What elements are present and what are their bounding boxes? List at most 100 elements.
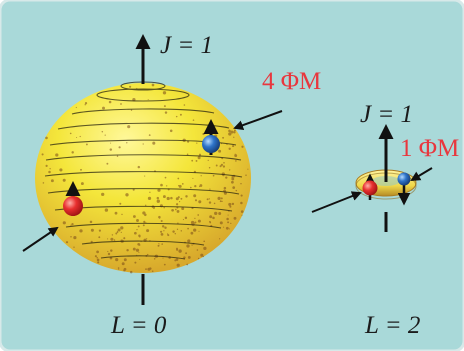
ring-l-label: L = 2 bbox=[365, 312, 421, 339]
speckle-dot bbox=[59, 168, 63, 172]
speckle-dot bbox=[138, 251, 140, 253]
speckle-dot bbox=[225, 176, 228, 179]
speckle-dot bbox=[235, 189, 238, 192]
speckle-dot bbox=[161, 243, 163, 245]
speckle-dot bbox=[163, 105, 166, 108]
speckle-dot bbox=[113, 239, 116, 241]
speckle-dot bbox=[208, 167, 211, 169]
speckle-dot bbox=[151, 270, 154, 273]
speckle-dot bbox=[116, 155, 119, 158]
speckle-dot bbox=[117, 228, 121, 232]
speckle-dot bbox=[229, 205, 232, 208]
speckle-dot bbox=[153, 258, 156, 260]
speckle-dot bbox=[197, 214, 200, 216]
speckle-dot bbox=[231, 180, 234, 184]
blue-particle-icon bbox=[202, 119, 220, 155]
speckle-dot bbox=[187, 255, 191, 259]
speckle-dot bbox=[202, 132, 205, 136]
speckle-dot bbox=[123, 258, 127, 262]
large-sphere bbox=[35, 81, 251, 274]
speckle-dot bbox=[219, 238, 221, 240]
speckle-dot bbox=[89, 220, 93, 224]
speckle-dot bbox=[218, 149, 222, 153]
speckle-dot bbox=[79, 135, 81, 138]
speckle-dot bbox=[160, 183, 163, 187]
speckle-dot bbox=[125, 193, 129, 197]
speckle-dot bbox=[200, 253, 204, 257]
speckle-dot bbox=[228, 202, 232, 206]
speckle-dot bbox=[209, 221, 212, 224]
speckle-dot bbox=[120, 103, 122, 105]
speckle-dot bbox=[221, 200, 223, 203]
speckle-dot bbox=[179, 201, 181, 203]
speckle-dot bbox=[228, 132, 232, 136]
speckle-dot bbox=[111, 238, 114, 240]
speckle-dot bbox=[79, 229, 83, 233]
speckle-dot bbox=[212, 216, 215, 220]
speckle-dot bbox=[228, 147, 231, 150]
speckle-dot bbox=[167, 234, 170, 237]
speckle-dot bbox=[187, 239, 191, 243]
speckle-dot bbox=[102, 106, 105, 110]
speckle-dot bbox=[118, 146, 121, 149]
speckle-dot bbox=[90, 228, 94, 232]
speckle-dot bbox=[227, 221, 230, 224]
speckle-dot bbox=[96, 258, 100, 262]
speckle-dot bbox=[75, 106, 77, 109]
pointer-arrow-icon bbox=[311, 191, 362, 213]
speckle-dot bbox=[170, 196, 173, 200]
speckle-dot bbox=[123, 237, 126, 240]
speckle-dot bbox=[192, 177, 194, 179]
speckle-dot bbox=[183, 104, 186, 106]
speckle-dot bbox=[232, 145, 235, 148]
speckle-dot bbox=[233, 131, 236, 134]
speckle-dot bbox=[121, 213, 123, 216]
speckle-dot bbox=[176, 209, 180, 213]
speckle-dot bbox=[240, 210, 244, 213]
speckle-dot bbox=[196, 249, 199, 251]
speckle-dot bbox=[232, 186, 236, 189]
speckle-dot bbox=[193, 228, 197, 232]
speckle-dot bbox=[126, 142, 128, 144]
speckle-dot bbox=[241, 214, 243, 216]
speckle-dot bbox=[130, 109, 133, 111]
speckle-dot bbox=[187, 227, 189, 230]
speckle-dot bbox=[134, 261, 137, 264]
speckle-dot bbox=[98, 229, 101, 232]
speckle-dot bbox=[110, 249, 113, 252]
big-sphere-flux-label: 4 ΦM bbox=[262, 68, 322, 95]
speckle-dot bbox=[223, 186, 227, 190]
speckle-dot bbox=[240, 182, 242, 185]
blue-particle-icon bbox=[397, 172, 411, 206]
speckle-dot bbox=[177, 177, 180, 180]
speckle-dot bbox=[240, 201, 243, 205]
speckle-dot bbox=[138, 244, 141, 246]
speckle-dot bbox=[48, 170, 51, 174]
speckle-dot bbox=[212, 174, 215, 177]
speckle-dot bbox=[145, 268, 147, 270]
speckle-dot bbox=[175, 203, 179, 206]
speckle-dot bbox=[163, 230, 165, 232]
speckle-dot bbox=[194, 217, 196, 220]
speckle-dot bbox=[101, 130, 104, 133]
speckle-dot bbox=[114, 211, 118, 215]
speckle-dot bbox=[176, 228, 179, 230]
speckle-dot bbox=[181, 183, 184, 185]
speckle-dot bbox=[149, 191, 151, 193]
speckle-dot bbox=[219, 200, 222, 203]
speckle-dot bbox=[163, 206, 165, 209]
speckle-dot bbox=[174, 259, 177, 262]
speckle-dot bbox=[215, 164, 218, 167]
speckle-dot bbox=[120, 226, 124, 230]
speckle-dot bbox=[208, 198, 210, 200]
speckle-dot bbox=[213, 202, 216, 205]
speckle-dot bbox=[164, 111, 168, 114]
speckle-dot bbox=[214, 211, 218, 216]
speckle-dot bbox=[228, 129, 231, 133]
speckle-dot bbox=[186, 153, 189, 156]
red-particle-icon bbox=[362, 173, 378, 200]
speckle-dot bbox=[217, 196, 221, 201]
speckle-dot bbox=[107, 252, 111, 256]
speckle-dot bbox=[84, 104, 86, 106]
